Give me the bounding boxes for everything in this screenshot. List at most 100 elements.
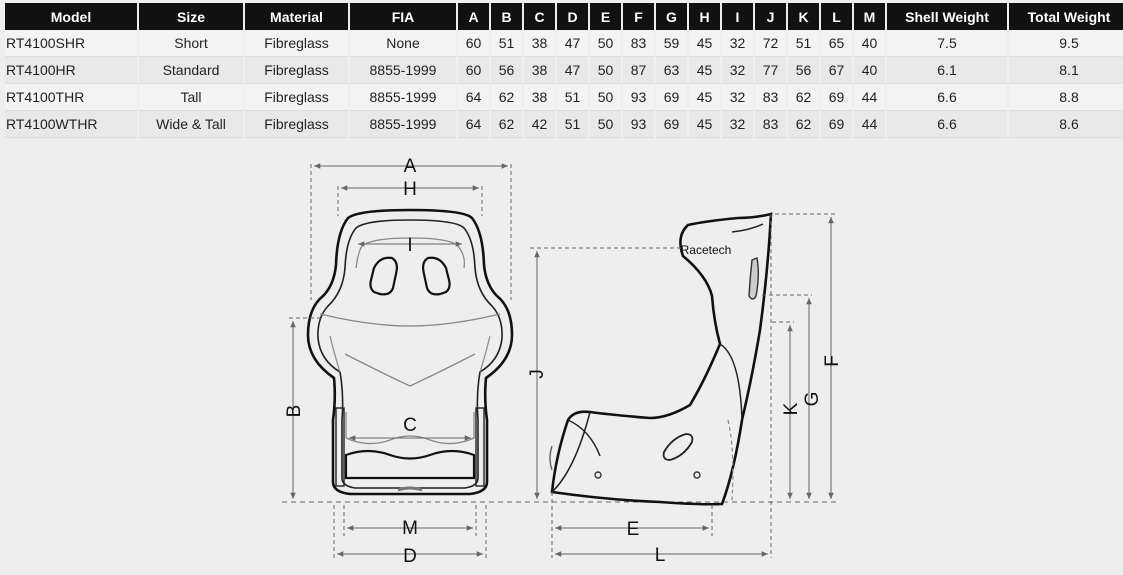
cell-total-weight: 8.1 (1009, 57, 1123, 84)
cell-total-weight: 9.5 (1009, 30, 1123, 57)
cell-fia: None (350, 30, 456, 57)
cell-l: 65 (821, 30, 852, 57)
cell-k: 56 (788, 57, 819, 84)
header-e: E (590, 3, 621, 30)
side-mount-hole-front (594, 471, 602, 479)
cell-g: 69 (656, 84, 687, 111)
cell-e: 50 (590, 84, 621, 111)
cell-l: 69 (821, 111, 852, 138)
header-k: K (788, 3, 819, 30)
cell-b: 56 (491, 57, 522, 84)
cell-model: RT4100WTHR (5, 111, 137, 138)
dim-label-d: D (403, 546, 417, 567)
cell-d: 51 (557, 111, 588, 138)
cell-i: 32 (722, 30, 753, 57)
table-row: RT4100SHR Short Fibreglass None 60 51 38… (5, 30, 1123, 57)
cell-fia: 8855-1999 (350, 111, 456, 138)
front-dimension-lines (282, 163, 840, 558)
cell-m: 44 (854, 84, 885, 111)
table-row: RT4100HR Standard Fibreglass 8855-1999 6… (5, 57, 1123, 84)
cell-material: Fibreglass (245, 111, 348, 138)
cell-g: 69 (656, 111, 687, 138)
cell-k: 62 (788, 84, 819, 111)
cell-h: 45 (689, 30, 720, 57)
cell-j: 83 (755, 84, 786, 111)
cell-total-weight: 8.6 (1009, 111, 1123, 138)
cell-k: 62 (788, 111, 819, 138)
header-j: J (755, 3, 786, 30)
cell-size: Tall (139, 84, 243, 111)
cell-c: 42 (524, 111, 555, 138)
cell-d: 51 (557, 84, 588, 111)
cell-model: RT4100SHR (5, 30, 137, 57)
cell-material: Fibreglass (245, 30, 348, 57)
front-view-seat (306, 208, 514, 496)
header-fia: FIA (350, 3, 456, 30)
cell-a: 60 (458, 30, 489, 57)
seat-base-slot (397, 486, 423, 492)
cell-l: 69 (821, 84, 852, 111)
side-seat-inner-line (551, 223, 764, 493)
header-i: I (722, 3, 753, 30)
cell-g: 59 (656, 30, 687, 57)
back-contour-lower (344, 353, 476, 387)
cell-fia: 8855-1999 (350, 84, 456, 111)
dim-label-c: C (403, 415, 417, 436)
side-bracket-right (475, 407, 485, 487)
cell-shell-weight: 6.1 (887, 57, 1007, 84)
cell-i: 32 (722, 84, 753, 111)
cell-model: RT4100HR (5, 57, 137, 84)
cell-material: Fibreglass (245, 84, 348, 111)
harness-slot-left (369, 256, 398, 296)
cell-d: 47 (557, 57, 588, 84)
cell-size: Wide & Tall (139, 111, 243, 138)
header-c: C (524, 3, 555, 30)
header-total-weight: Total Weight (1009, 3, 1123, 30)
dim-label-a: A (404, 156, 417, 177)
headrest-contour (361, 237, 466, 269)
header-g: G (656, 3, 687, 30)
dim-label-f: F (822, 355, 843, 367)
cell-shell-weight: 6.6 (887, 111, 1007, 138)
side-contour-right (479, 335, 491, 373)
header-size: Size (139, 3, 243, 30)
side-contour-left (329, 335, 341, 373)
cell-m: 44 (854, 111, 885, 138)
cell-a: 60 (458, 57, 489, 84)
dimension-labels: A H I C M D E L B J K G F (284, 156, 843, 567)
dim-label-i: I (407, 235, 412, 256)
cell-b: 62 (491, 111, 522, 138)
spec-table: Model Size Material FIA A B C D E F G H … (3, 3, 1123, 138)
table-row: RT4100THR Tall Fibreglass 8855-1999 64 6… (5, 84, 1123, 111)
cell-g: 63 (656, 57, 687, 84)
cell-e: 50 (590, 111, 621, 138)
dim-label-e: E (627, 519, 640, 540)
dim-label-h: H (403, 179, 417, 200)
front-lip (549, 445, 553, 471)
seat-cushion-front (344, 449, 476, 480)
header-model: Model (5, 3, 137, 30)
cell-e: 50 (590, 30, 621, 57)
side-view-seat (549, 212, 773, 506)
cell-c: 38 (524, 57, 555, 84)
cell-f: 83 (623, 30, 654, 57)
header-h: H (689, 3, 720, 30)
side-mount-slot (662, 433, 694, 461)
header-material: Material (245, 3, 348, 30)
dim-label-g: G (802, 392, 823, 407)
cell-a: 64 (458, 84, 489, 111)
cell-b: 51 (491, 30, 522, 57)
cell-f: 87 (623, 57, 654, 84)
dim-label-l: L (655, 545, 666, 566)
side-mount-hole-rear (693, 471, 701, 479)
headrest-contour-left (355, 245, 363, 269)
front-seat-inner-outline (317, 219, 503, 489)
header-d: D (557, 3, 588, 30)
side-dimension-lines (530, 213, 836, 558)
cell-d: 47 (557, 30, 588, 57)
header-f: F (623, 3, 654, 30)
dim-label-k: K (781, 402, 802, 415)
cell-a: 64 (458, 111, 489, 138)
cell-b: 62 (491, 84, 522, 111)
racetech-logo-text: Racetech (681, 243, 732, 257)
